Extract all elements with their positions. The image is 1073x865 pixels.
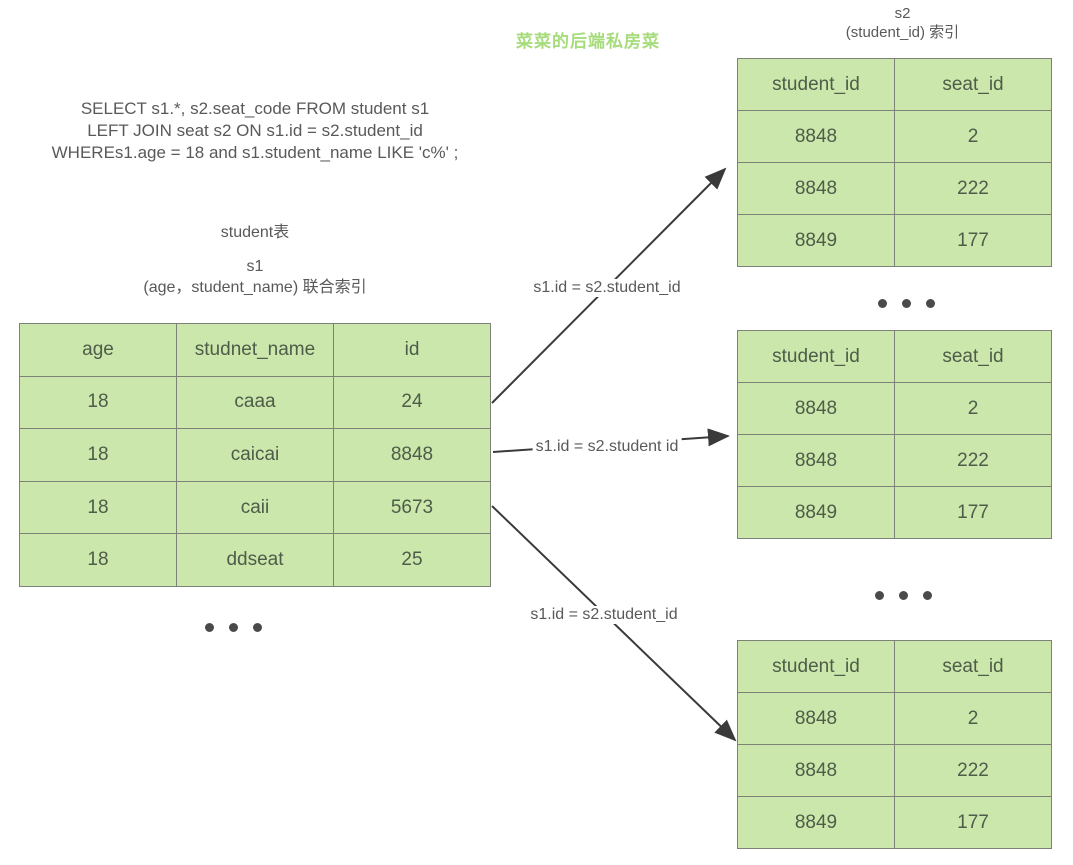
table-cell: 222 [894,162,1052,215]
table-cell: caaa [176,375,334,430]
column-header-student-id: student_id [737,58,895,111]
table-cell: ddseat [176,533,334,587]
table-cell: 8848 [737,382,895,435]
table-cell: 177 [894,214,1052,267]
table-cell: 8849 [737,796,895,849]
table-cell: 18 [19,428,177,482]
table-row: 18 ddseat 25 [19,533,491,587]
table-cell: 24 [333,375,491,430]
ellipsis-dots-seat-1 [878,299,935,308]
table-cell: 25 [333,533,491,587]
column-header-seat-id: seat_id [894,330,1052,383]
seat-index-table-top: student_id seat_id 8848 2 8848 222 8849 … [737,58,1052,267]
table-row: 18 caicai 8848 [19,428,491,482]
table-header-row: age studnet_name id [19,323,491,377]
table-cell: 8849 [737,214,895,267]
seat-index-label: s2 (student_id) 索引 [745,4,1060,42]
column-header-student-id: student_id [737,640,895,693]
column-header-seat-id: seat_id [894,640,1052,693]
table-cell: 8849 [737,486,895,539]
table-cell: 2 [894,110,1052,163]
student-index-note: (age，student_name) 联合索引 [143,279,367,296]
table-row: 8848 222 [737,744,1052,797]
table-cell: 8848 [737,692,895,745]
column-header-id: id [333,323,491,377]
column-header-name: studnet_name [176,323,334,377]
column-header-seat-id: seat_id [894,58,1052,111]
table-cell: 177 [894,796,1052,849]
column-header-age: age [19,323,177,377]
table-cell: 18 [19,533,177,587]
sql-line-2: LEFT JOIN seat s2 ON s1.id = s2.student_… [87,121,423,140]
table-row: 8849 177 [737,796,1052,849]
table-row: 8848 2 [737,110,1052,163]
table-cell: 222 [894,744,1052,797]
table-cell: 177 [894,486,1052,539]
column-header-student-id: student_id [737,330,895,383]
seat-index-table-bottom: student_id seat_id 8848 2 8848 222 8849 … [737,640,1052,849]
table-cell: 2 [894,692,1052,745]
table-cell: 8848 [333,428,491,482]
table-cell: 18 [19,480,177,535]
table-row: 8849 177 [737,486,1052,539]
table-cell: caii [176,480,334,535]
seat-index-table-middle: student_id seat_id 8848 2 8848 222 8849 … [737,330,1052,539]
table-row: 18 caii 5673 [19,480,491,535]
sql-query: SELECT s1.*, s2.seat_code FROM student s… [30,98,480,164]
table-cell: 18 [19,375,177,430]
sql-line-3: WHEREs1.age = 18 and s1.student_name LIK… [51,143,459,162]
ellipsis-dots-seat-2 [875,591,932,600]
join-condition-label-middle: s1.id = s2.student id [532,438,682,456]
watermark: 菜菜的后端私房菜 [516,32,660,51]
table-row: 8848 2 [737,692,1052,745]
student-index-label: s1 (age，student_name) 联合索引 [19,256,491,298]
table-row: 8848 2 [737,382,1052,435]
table-row: 8848 222 [737,434,1052,487]
table-cell: caicai [176,428,334,482]
table-cell: 8848 [737,434,895,487]
join-condition-label-bottom: s1.id = s2.student_id [527,606,681,624]
sql-line-1: SELECT s1.*, s2.seat_code FROM student s… [80,99,430,118]
student-alias: s1 [246,258,264,275]
table-row: 8848 222 [737,162,1052,215]
table-cell: 5673 [333,480,491,535]
table-row: 18 caaa 24 [19,375,491,430]
ellipsis-dots-student [205,623,262,632]
student-table: age studnet_name id 18 caaa 24 18 caicai… [19,323,491,587]
table-header-row: student_id seat_id [737,58,1052,111]
table-cell: 8848 [737,162,895,215]
table-cell: 8848 [737,110,895,163]
table-cell: 8848 [737,744,895,797]
table-row: 8849 177 [737,214,1052,267]
table-cell: 222 [894,434,1052,487]
join-condition-label-top: s1.id = s2.student_id [530,279,684,297]
student-table-title: student表 [220,224,290,241]
table-header-row: student_id seat_id [737,640,1052,693]
table-cell: 2 [894,382,1052,435]
seat-index-alias: s2 [894,5,911,22]
seat-index-note: (student_id) 索引 [845,24,960,41]
table-header-row: student_id seat_id [737,330,1052,383]
